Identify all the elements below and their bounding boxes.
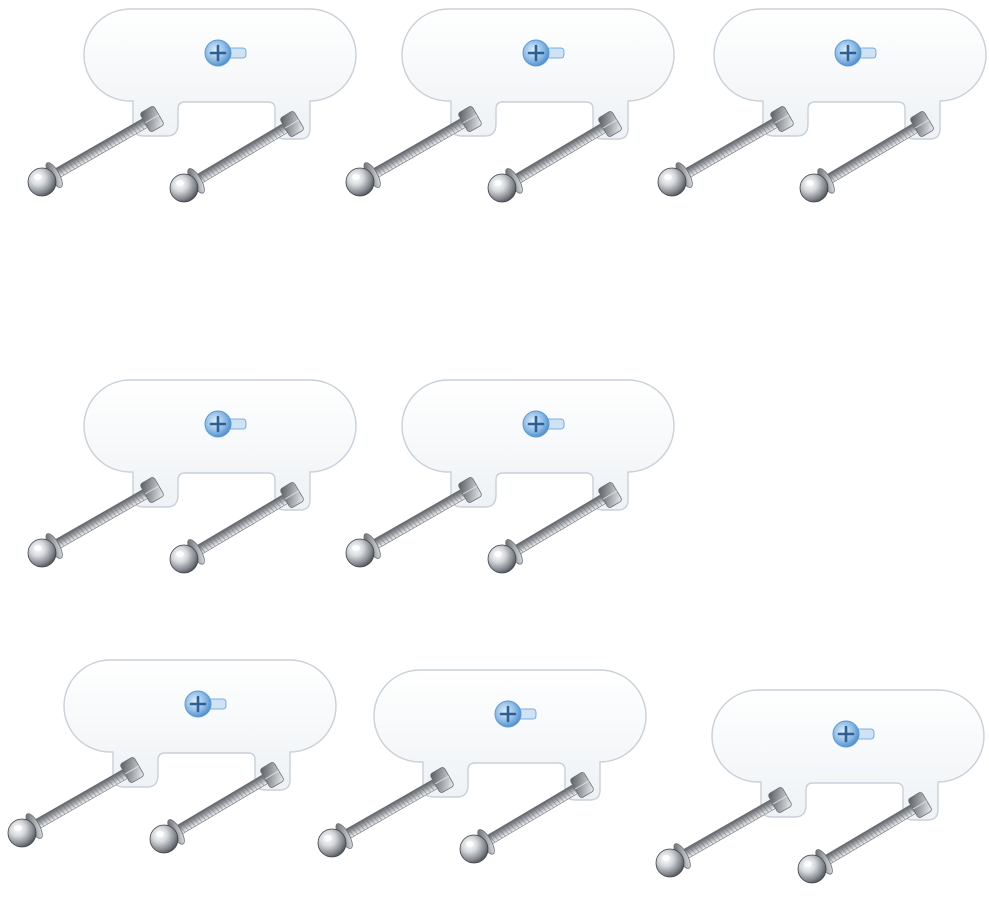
- wall-bracket: [338, 4, 683, 219]
- phillips-screw-icon: [184, 690, 227, 718]
- wall-bracket: [20, 375, 365, 590]
- threaded-bolt-icon: [169, 111, 304, 203]
- bracket-illustration: [7, 659, 337, 854]
- phillips-screw-icon: [204, 39, 247, 67]
- acrylic-plate-icon: [401, 8, 675, 140]
- ball-knob-icon: [657, 167, 687, 197]
- acrylic-plate-icon: [63, 659, 337, 791]
- bracket-illustration: [655, 689, 985, 884]
- bracket-illustration: [345, 379, 675, 574]
- threaded-bolt-icon: [345, 106, 482, 197]
- phillips-screw-icon: [522, 410, 565, 438]
- ball-knob-icon: [169, 173, 199, 203]
- acrylic-plate-icon: [713, 8, 987, 140]
- bracket-illustration: [27, 8, 357, 203]
- threaded-bolt-icon: [317, 767, 454, 858]
- acrylic-plate-icon: [711, 689, 985, 821]
- threaded-bolt-icon: [487, 482, 622, 574]
- bracket-illustration: [317, 669, 647, 864]
- phillips-screw-icon: [522, 39, 565, 67]
- acrylic-plate-icon: [401, 379, 675, 511]
- ball-knob-icon: [169, 544, 199, 574]
- ball-knob-icon: [317, 828, 347, 858]
- ball-knob-icon: [149, 824, 179, 854]
- acrylic-plate-icon: [83, 379, 357, 511]
- acrylic-plate-icon: [83, 8, 357, 140]
- wall-bracket: [338, 375, 683, 590]
- phillips-screw-icon: [832, 720, 875, 748]
- threaded-bolt-icon: [487, 111, 622, 203]
- threaded-bolt-icon: [27, 106, 164, 197]
- ball-knob-icon: [27, 167, 57, 197]
- bracket-illustration: [345, 8, 675, 203]
- wall-bracket: [650, 4, 989, 219]
- ball-knob-icon: [345, 538, 375, 568]
- phillips-screw-icon: [494, 700, 537, 728]
- ball-knob-icon: [487, 544, 517, 574]
- ball-knob-icon: [345, 167, 375, 197]
- threaded-bolt-icon: [7, 757, 144, 848]
- bracket-illustration: [27, 379, 357, 574]
- ball-knob-icon: [459, 834, 489, 864]
- ball-knob-icon: [487, 173, 517, 203]
- threaded-bolt-icon: [149, 762, 284, 854]
- threaded-bolt-icon: [345, 477, 482, 568]
- threaded-bolt-icon: [27, 477, 164, 568]
- threaded-bolt-icon: [657, 106, 794, 197]
- bracket-illustration: [657, 8, 987, 203]
- wall-bracket: [310, 665, 655, 880]
- ball-knob-icon: [655, 848, 685, 878]
- threaded-bolt-icon: [459, 772, 594, 864]
- wall-bracket: [648, 685, 989, 900]
- ball-knob-icon: [799, 173, 829, 203]
- threaded-bolt-icon: [797, 792, 932, 884]
- threaded-bolt-icon: [799, 111, 934, 203]
- ball-knob-icon: [7, 818, 37, 848]
- phillips-screw-icon: [834, 39, 877, 67]
- threaded-bolt-icon: [655, 787, 792, 878]
- acrylic-plate-icon: [373, 669, 647, 801]
- ball-knob-icon: [797, 854, 827, 884]
- wall-bracket: [20, 4, 365, 219]
- wall-bracket: [0, 655, 345, 870]
- threaded-bolt-icon: [169, 482, 304, 574]
- ball-knob-icon: [27, 538, 57, 568]
- phillips-screw-icon: [204, 410, 247, 438]
